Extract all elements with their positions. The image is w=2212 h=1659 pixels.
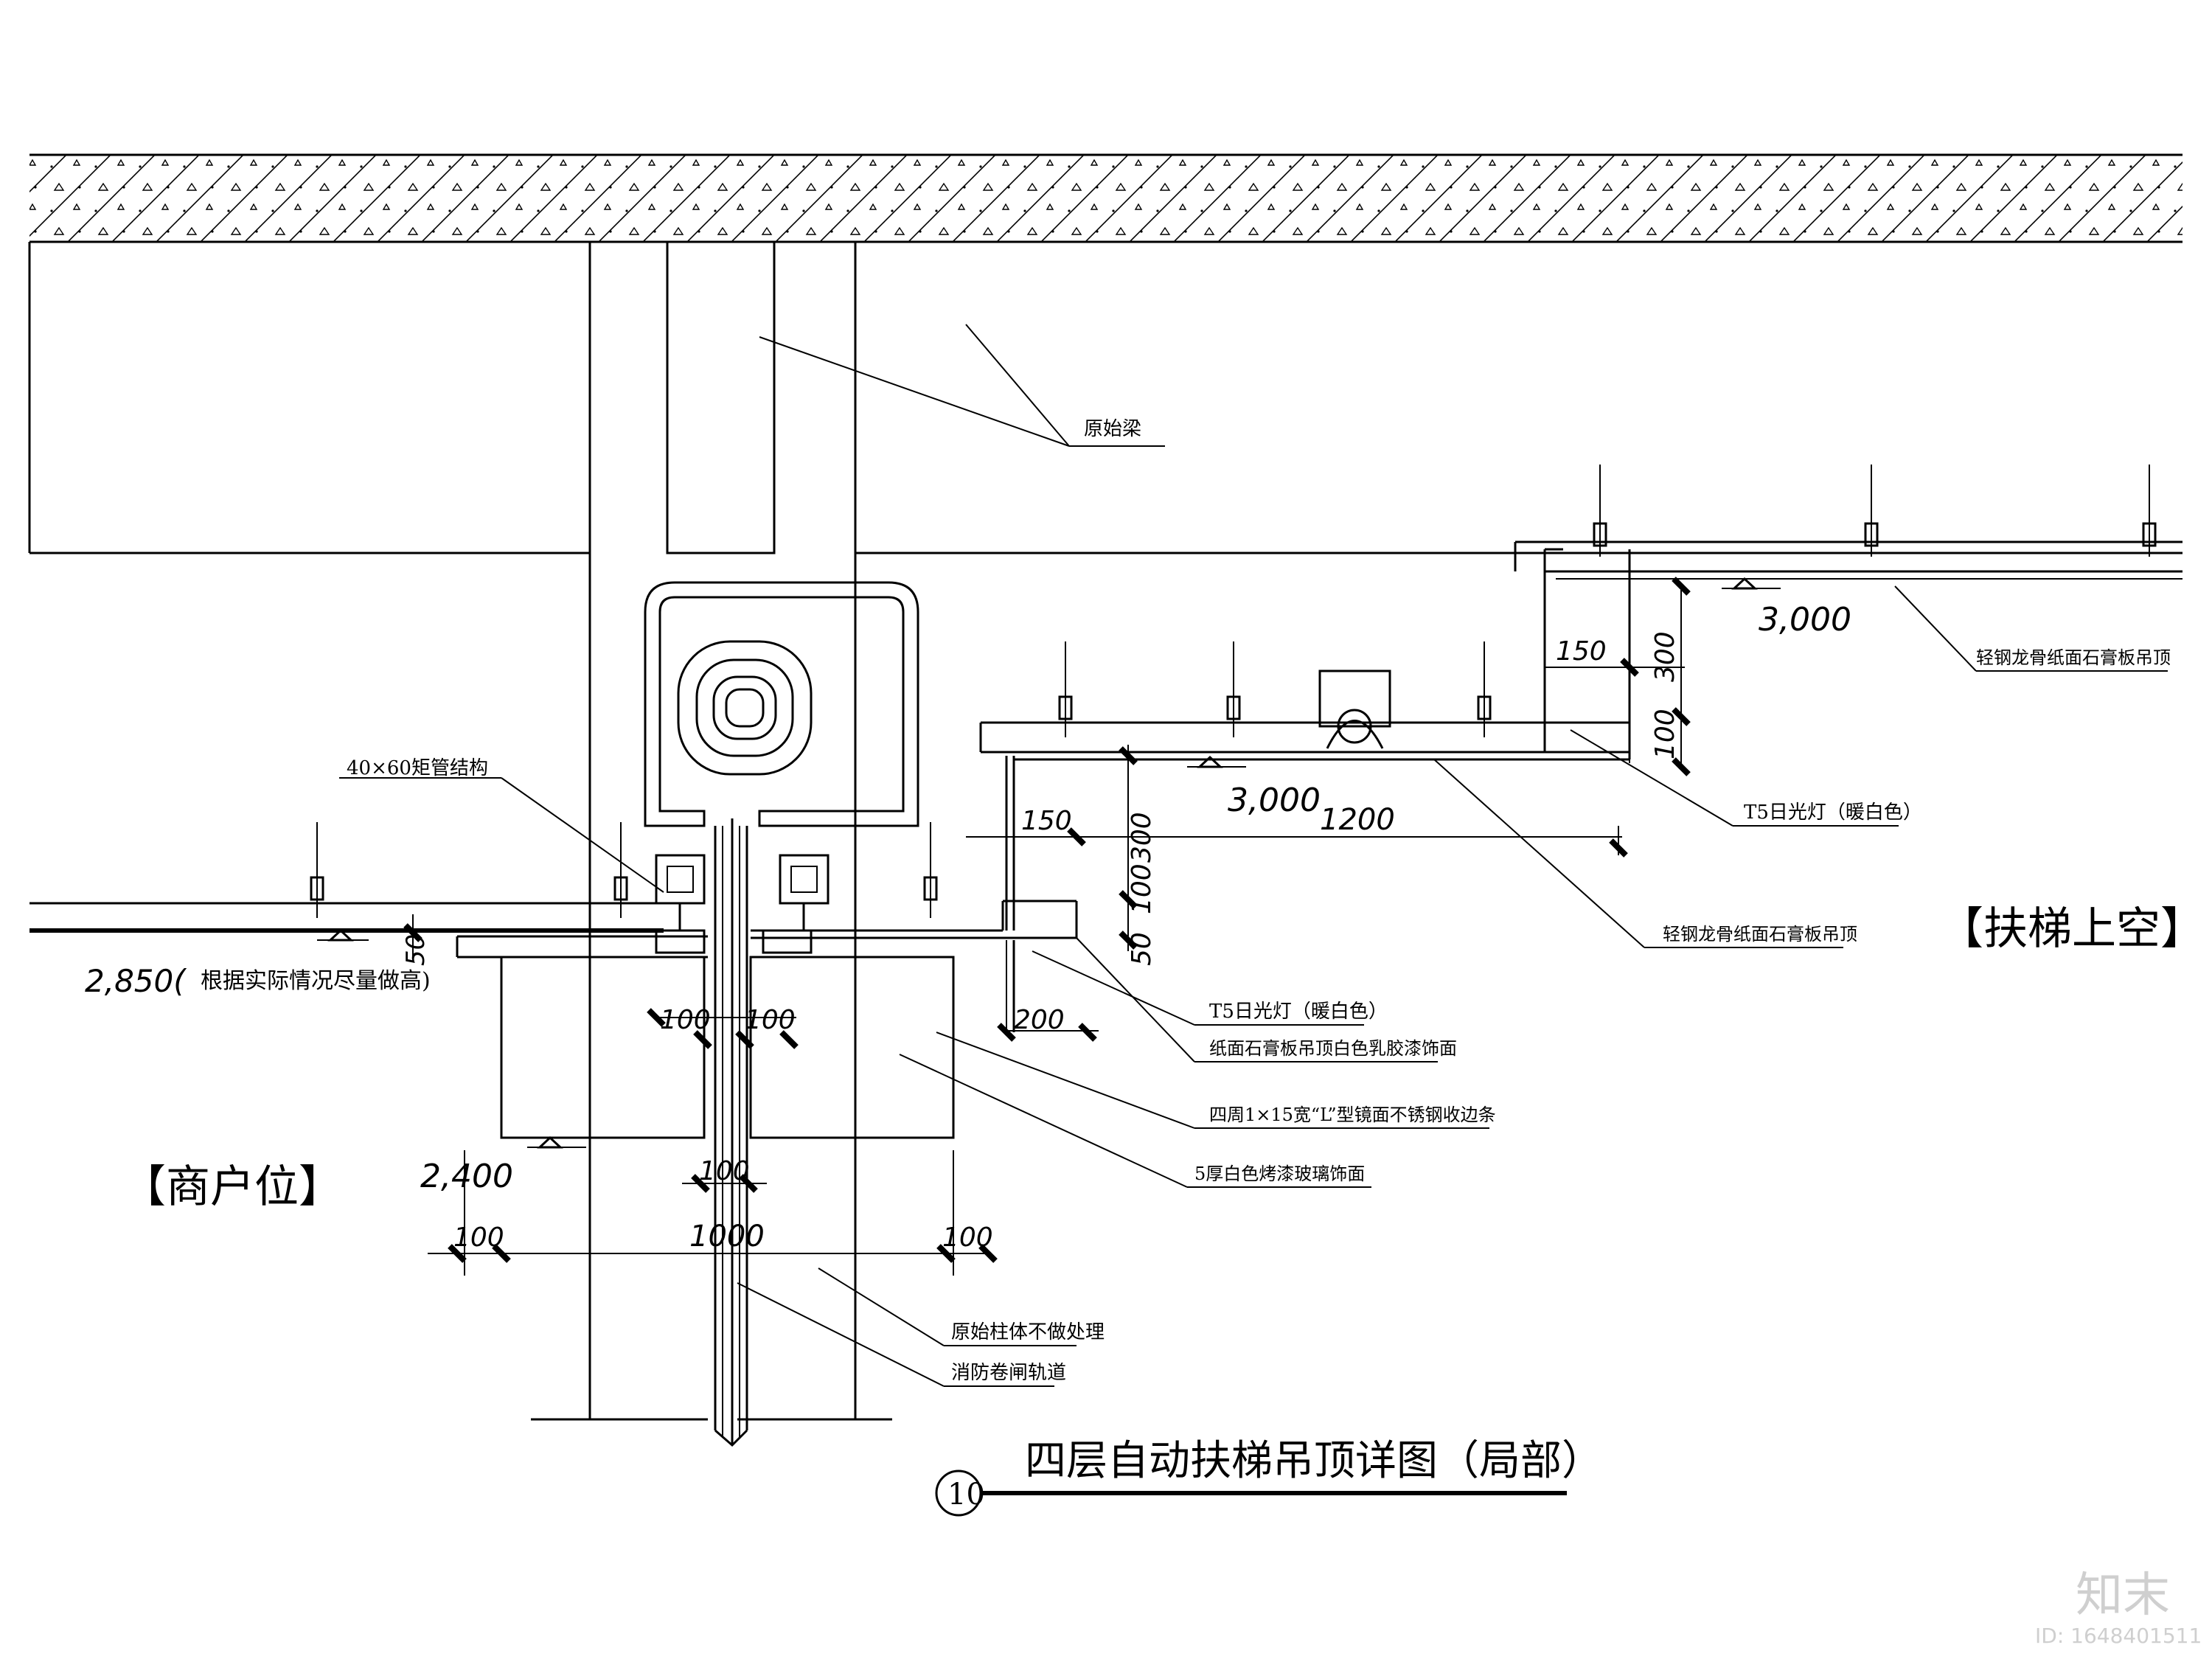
left-ceiling [29, 902, 708, 959]
hangers-middle [1058, 641, 1492, 737]
dim-300-mid: 300 [1127, 812, 1157, 863]
dim-100-b: 100 [745, 1005, 796, 1035]
callout-glass: 5厚白色烤漆玻璃饰面 [1194, 1164, 1365, 1184]
callout-column: 原始柱体不做处理 [951, 1321, 1105, 1343]
fire-shutter-box [644, 581, 919, 827]
title-block [935, 1470, 1567, 1517]
callout-ceiling-upper: 轻钢龙骨纸面石膏板吊顶 [1976, 647, 2171, 668]
steel-tube-structure [655, 854, 830, 954]
dim-1200: 1200 [1320, 803, 1395, 837]
dimension-ticks [403, 577, 1691, 1263]
callout-tube: 40×60矩管结构 [347, 757, 488, 779]
watermark-id: ID: 1648401511 [2035, 1624, 2202, 1648]
watermark-brand: 知末 [2076, 1568, 2170, 1623]
callout-edge-strip: 四周1×15宽“L”型镜面不锈钢收边条 [1209, 1105, 1496, 1125]
callout-light-lower: T5日光灯（暖白色） [1209, 1001, 1388, 1023]
glass-cladding [500, 956, 955, 1139]
elevation-box: 2,400 [420, 1158, 513, 1195]
dim-1000: 1000 [689, 1220, 765, 1253]
fire-shutter-track [714, 818, 748, 1447]
callout-shutter: 消防卷闸轨道 [951, 1362, 1066, 1384]
dim-150-upper: 150 [1556, 636, 1607, 667]
dim-100-mid: 100 [1127, 863, 1157, 914]
dim-50-mid: 50 [1127, 932, 1157, 966]
dim-300-upper: 300 [1650, 631, 1680, 682]
callout-finish-paint: 纸面石膏板吊顶白色乳胶漆饰面 [1209, 1038, 1457, 1059]
dim-100-c: 100 [699, 1156, 750, 1186]
dim-100-e: 100 [942, 1222, 993, 1253]
callout-light-upper: T5日光灯（暖白色） [1744, 801, 1922, 824]
light-fixture-middle [1318, 669, 1391, 749]
callout-ceiling-mid: 轻钢龙骨纸面石膏板吊顶 [1663, 924, 1857, 945]
beam-outlines [28, 242, 2183, 554]
drawing-title: 四层自动扶梯吊顶详图（局部） [1025, 1437, 1603, 1485]
dim-50-left: 50 [401, 934, 431, 966]
dim-100-upper: 100 [1650, 709, 1680, 759]
elevation-mid: 3,000 [1228, 782, 1321, 819]
zone-label-right: 【扶梯上空】 [1939, 903, 2205, 955]
original-beam [666, 240, 776, 554]
column [531, 242, 892, 1421]
hangers-upper [1593, 465, 2157, 557]
dimension-lines [412, 590, 1685, 1276]
drawing-number: 10 [947, 1478, 985, 1512]
elevation-upper: 3,000 [1759, 601, 1851, 639]
middle-ceiling [751, 549, 1631, 1032]
dim-100-d: 100 [453, 1222, 504, 1253]
elevation-left: 2,850( [85, 963, 187, 999]
callout-beam: 原始梁 [1084, 418, 1141, 440]
elevation-left-note: 根据实际情况尽量做高) [201, 968, 431, 994]
dim-150-mid: 150 [1021, 806, 1072, 836]
hangers-left [310, 822, 938, 918]
concrete-slab [29, 153, 2183, 243]
dim-200: 200 [1014, 1005, 1065, 1035]
dim-100-a: 100 [660, 1005, 711, 1035]
leader-lines [339, 324, 2168, 1387]
zone-label-left: 【商户位】 [122, 1161, 343, 1213]
upper-ceiling [1514, 540, 2183, 580]
elevation-markers [317, 577, 1781, 1149]
